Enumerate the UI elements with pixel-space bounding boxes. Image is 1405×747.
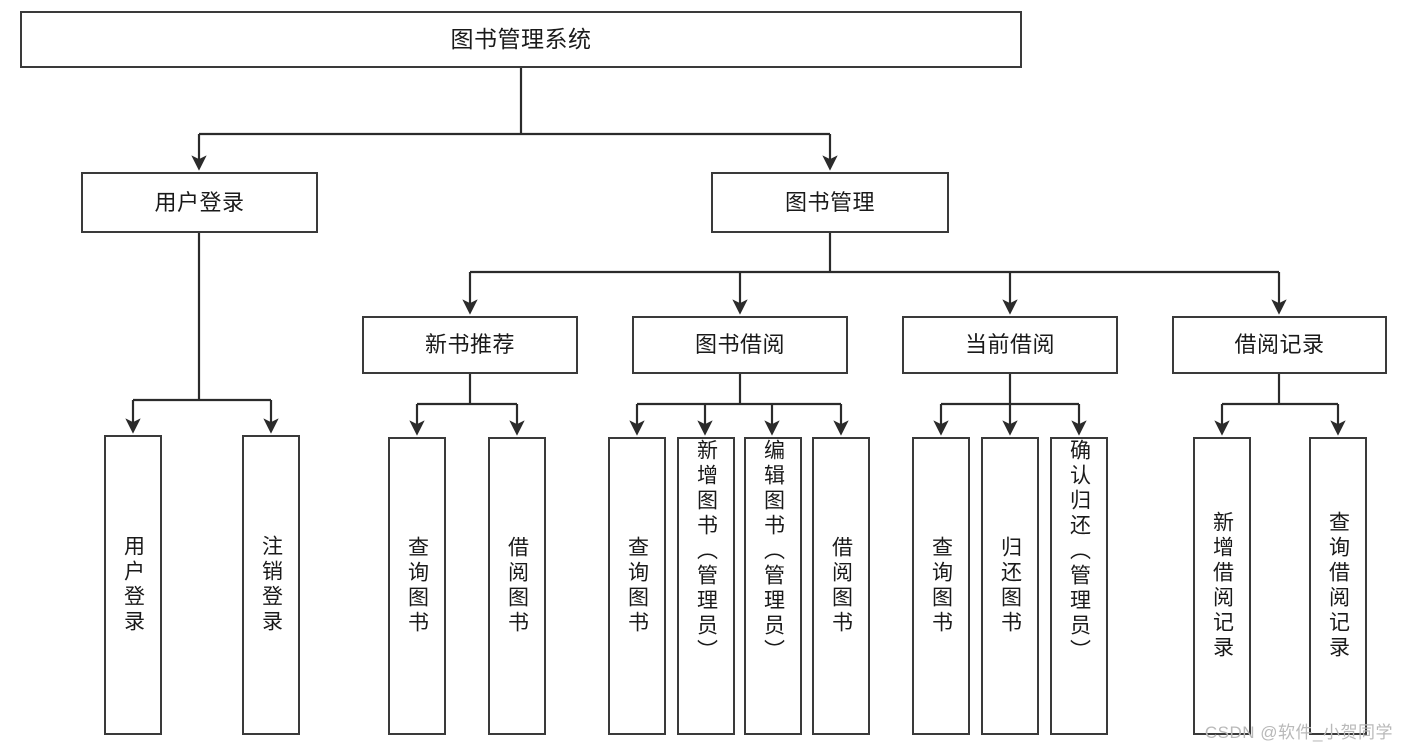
node-label: 图书借阅 (694, 332, 785, 358)
node-label: 借阅图书 (829, 536, 853, 636)
node-user-login[interactable]: 用户登录 (81, 172, 318, 233)
leaf-query-book-recommend[interactable]: 查询图书 (388, 437, 446, 735)
node-label: 用户登录 (154, 189, 245, 215)
node-book-management[interactable]: 图书管理 (711, 172, 949, 233)
leaf-query-book-current[interactable]: 查询图书 (912, 437, 970, 735)
leaf-edit-book-admin[interactable]: 编辑图书（管理员） (744, 437, 802, 735)
leaf-add-book-admin[interactable]: 新增图书（管理员） (677, 437, 735, 735)
node-label: 确认归还（管理员） (1067, 439, 1091, 664)
leaf-user-login[interactable]: 用户登录 (104, 435, 162, 735)
node-label: 查询借阅记录 (1326, 511, 1350, 661)
node-label: 查询图书 (405, 536, 429, 636)
node-label: 用户登录 (121, 535, 145, 635)
node-label: 注销登录 (259, 535, 283, 635)
node-book-borrow[interactable]: 图书借阅 (632, 316, 848, 374)
node-label: 新增图书（管理员） (694, 439, 718, 664)
leaf-query-book-borrow[interactable]: 查询图书 (608, 437, 666, 735)
leaf-add-borrow-record[interactable]: 新增借阅记录 (1193, 437, 1251, 735)
node-current-borrow[interactable]: 当前借阅 (902, 316, 1118, 374)
node-label: 新书推荐 (424, 332, 515, 358)
leaf-borrow-book-recommend[interactable]: 借阅图书 (488, 437, 546, 735)
node-label: 借阅记录 (1234, 332, 1325, 358)
node-borrow-record[interactable]: 借阅记录 (1172, 316, 1387, 374)
node-root-library-system[interactable]: 图书管理系统 (20, 11, 1022, 68)
node-label: 新增借阅记录 (1210, 511, 1234, 661)
node-label: 编辑图书（管理员） (761, 439, 785, 664)
node-label: 图书管理系统 (450, 26, 592, 53)
leaf-user-logout[interactable]: 注销登录 (242, 435, 300, 735)
leaf-borrow-book[interactable]: 借阅图书 (812, 437, 870, 735)
watermark: CSDN @软件_小贺同学 (1204, 723, 1393, 742)
leaf-confirm-return-admin[interactable]: 确认归还（管理员） (1050, 437, 1108, 735)
node-label: 借阅图书 (505, 536, 529, 636)
node-label: 归还图书 (998, 536, 1022, 636)
node-new-book-recommend[interactable]: 新书推荐 (362, 316, 578, 374)
leaf-query-borrow-record[interactable]: 查询借阅记录 (1309, 437, 1367, 735)
node-label: 查询图书 (625, 536, 649, 636)
leaf-return-book[interactable]: 归还图书 (981, 437, 1039, 735)
node-label: 当前借阅 (964, 332, 1055, 358)
node-label: 查询图书 (929, 536, 953, 636)
node-label: 图书管理 (784, 189, 875, 215)
